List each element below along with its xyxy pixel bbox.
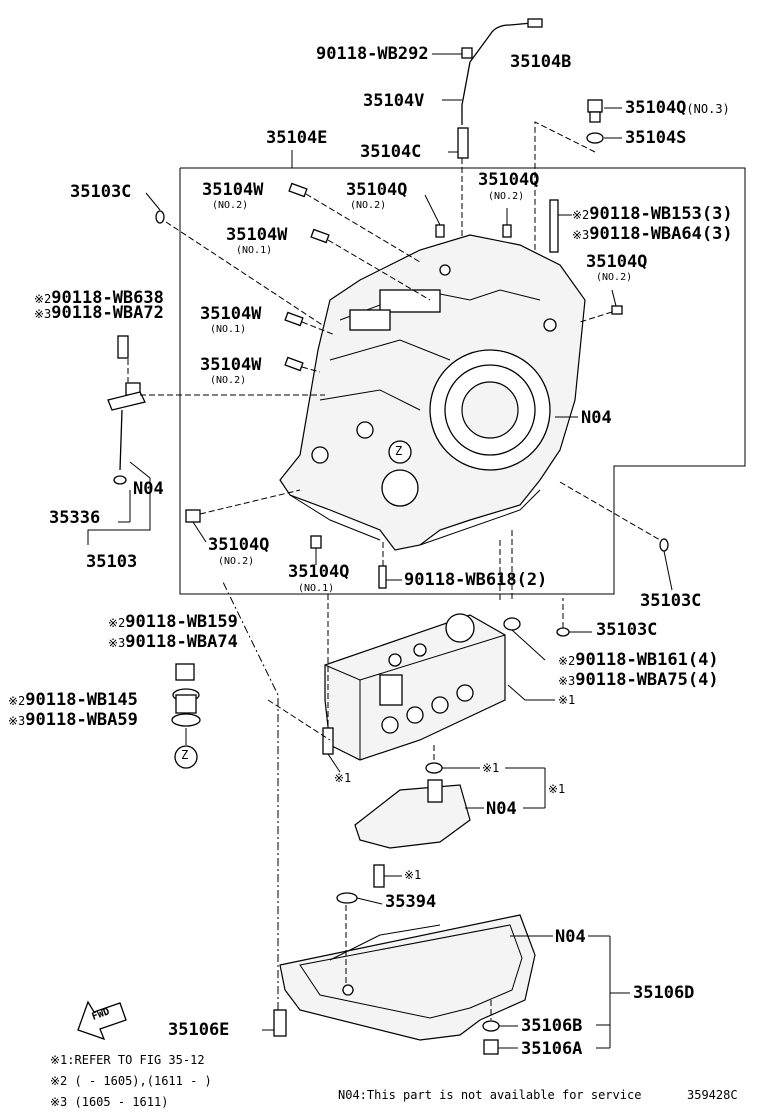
label-35104w-no2-a: 35104W xyxy=(202,180,264,200)
footnote-2: ※2 ( - 1605),(1611 - ) xyxy=(50,1074,212,1088)
label-35104w-no2-b: 35104W xyxy=(200,355,262,375)
label-35104q-no3: 35104Q(NO.3) xyxy=(625,98,730,118)
label-35103c-right: 35103C xyxy=(640,591,702,611)
label-wb638: ※290118-WB638 xyxy=(34,288,164,308)
mark-1-bolt: ※1 xyxy=(334,771,352,785)
label-35104q-no2-a: 35104Q xyxy=(346,180,408,200)
stud-bolts xyxy=(549,199,559,253)
label-no2-c: (NO.2) xyxy=(488,191,525,202)
label-no2-f: (NO.2) xyxy=(218,556,255,567)
oil-strainer xyxy=(354,784,471,849)
label-wba75: ※390118-WBA75(4) xyxy=(558,670,719,690)
label-35106a: 35106A xyxy=(521,1039,583,1059)
label-35104w-no1-b: 35104W xyxy=(200,304,262,324)
z-marker-case xyxy=(388,440,412,464)
oil-pan xyxy=(279,914,536,1041)
o-ring-valve xyxy=(556,627,570,637)
z-label-case: Z xyxy=(395,444,403,458)
label-35104e: 35104E xyxy=(266,128,328,148)
label-no1-c: (NO.1) xyxy=(298,583,335,594)
o-ring-top xyxy=(155,210,165,224)
label-35394: 35394 xyxy=(385,892,437,912)
label-no2-a: (NO.2) xyxy=(212,200,249,211)
label-n04-case: N04 xyxy=(581,408,612,428)
plug-35104q-no3 xyxy=(587,99,603,113)
label-35103: 35103 xyxy=(86,552,138,572)
label-35104q-no2-c: 35104Q xyxy=(586,252,648,272)
label-35104q-no2-d: 35104Q xyxy=(208,535,270,555)
footnote-3: ※3 (1605 - 1611) xyxy=(50,1095,169,1109)
label-35104v: 35104V xyxy=(363,91,425,111)
valve-body xyxy=(324,613,506,761)
gasket-35394 xyxy=(336,892,358,904)
dipstick-tube xyxy=(469,22,533,63)
plug-wb145 xyxy=(175,694,197,714)
label-wba59: ※390118-WBA59 xyxy=(8,710,138,730)
label-wb145: ※290118-WB145 xyxy=(8,690,138,710)
figure-number: 359428C xyxy=(687,1088,738,1102)
label-n04-strainer: N04 xyxy=(486,799,517,819)
label-35104q-no2-b: 35104Q xyxy=(478,170,540,190)
z-marker-left xyxy=(174,745,198,769)
label-wba74: ※390118-WBA74 xyxy=(108,632,238,652)
label-no1-b: (NO.1) xyxy=(210,324,247,335)
label-35104w-no1-a: 35104W xyxy=(226,225,288,245)
bolt-wb292 xyxy=(461,47,473,59)
label-90118-wb292: 90118-WB292 xyxy=(316,44,429,64)
mark-1-valve: ※1 xyxy=(558,693,576,707)
bolt-wb638 xyxy=(117,335,129,359)
label-wba64: ※390118-WBA64(3) xyxy=(572,224,733,244)
fwd-arrow xyxy=(77,1000,127,1041)
mark-1-strainer: ※1 xyxy=(548,782,566,796)
label-no2-d: (NO.2) xyxy=(596,272,633,283)
label-35106e: 35106E xyxy=(168,1020,230,1040)
o-ring-35336 xyxy=(113,475,127,485)
label-wb161: ※290118-WB161(4) xyxy=(558,650,719,670)
mark-1-oring: ※1 xyxy=(482,761,500,775)
label-wba72: ※390118-WBA72 xyxy=(34,303,164,323)
service-note: N04:This part is not available for servi… xyxy=(338,1088,642,1102)
footnote-1: ※1:REFER TO FIG 35-12 xyxy=(50,1053,205,1067)
label-35104q-no1: 35104Q xyxy=(288,562,350,582)
label-n04-pan: N04 xyxy=(555,927,586,947)
mark-1-strainer-bolt: ※1 xyxy=(404,868,422,882)
label-n04-gauge: N04 xyxy=(133,479,164,499)
assembly-box xyxy=(179,167,746,595)
drain-plug xyxy=(483,1039,499,1055)
washer-35104s xyxy=(586,132,604,144)
label-wb618: 90118-WB618(2) xyxy=(404,570,548,590)
label-no2-b: (NO.2) xyxy=(350,200,387,211)
label-35103c-top: 35103C xyxy=(70,182,132,202)
label-35336: 35336 xyxy=(49,508,101,528)
label-wb153: ※290118-WB153(3) xyxy=(572,204,733,224)
z-label-left: Z xyxy=(181,748,189,762)
label-wb159: ※290118-WB159 xyxy=(108,612,238,632)
label-35104b: 35104B xyxy=(510,52,572,72)
transmission-case xyxy=(279,234,586,551)
label-35106d: 35106D xyxy=(633,983,695,1003)
o-ring-right xyxy=(659,538,669,552)
label-35104s: 35104S xyxy=(625,128,687,148)
plug-wb159 xyxy=(175,663,195,681)
pan-bolt xyxy=(273,1009,287,1037)
label-no2-e: (NO.2) xyxy=(210,375,247,386)
label-35104c: 35104C xyxy=(360,142,422,162)
label-35103c-valve: 35103C xyxy=(596,620,658,640)
label-35106b: 35106B xyxy=(521,1016,583,1036)
label-no1-a: (NO.1) xyxy=(236,245,273,256)
